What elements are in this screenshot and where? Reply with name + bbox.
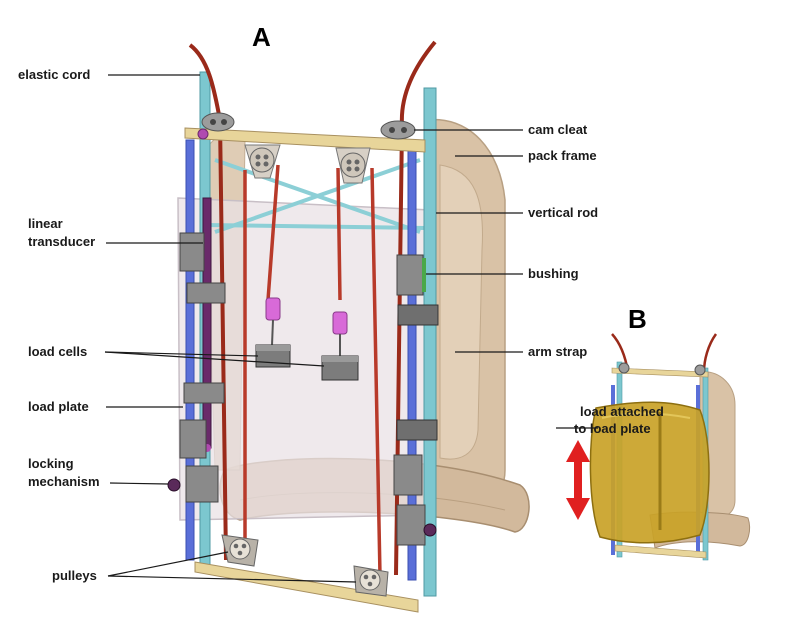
label-elastic-cord: elastic cord [18, 67, 90, 82]
panel-b-letter: B [628, 304, 647, 334]
label-bushing: bushing [528, 266, 579, 281]
bushing-block [396, 254, 424, 296]
top-crossbar-b [611, 367, 709, 378]
frame-knob [197, 128, 209, 140]
bushing-block [183, 382, 225, 404]
panel-b-illustration [566, 333, 751, 561]
load-b-highlight [601, 412, 691, 419]
bottom-crossbar [194, 561, 419, 613]
label-locking-mechanism-line1: locking [28, 456, 74, 471]
panel-a-letter: A [252, 22, 271, 52]
bushing-block [393, 454, 423, 496]
label-pack-frame: pack frame [528, 148, 597, 163]
label-linear-transducer-line1: linear [28, 216, 63, 231]
label-load-attached-line2: to load plate [574, 421, 651, 436]
bushing-block [397, 304, 439, 326]
label-load-attached-line1: load attached [580, 404, 664, 419]
panel-a-illustration [167, 40, 530, 613]
leader-load-cells-1 [104, 351, 259, 357]
cam-cleat-right [380, 120, 416, 140]
leader-pulleys-2 [107, 575, 357, 583]
bottom-pulley-left [221, 534, 259, 567]
leader-pulleys-1 [107, 551, 229, 577]
bottom-crossbar-b [614, 544, 707, 559]
bottom-pulley-right [353, 565, 389, 597]
label-load-plate: load plate [28, 399, 89, 414]
pack-frame-side [439, 164, 483, 460]
bushing-block [179, 232, 205, 272]
bushing-block [179, 419, 207, 459]
load-cell-link-left [265, 297, 281, 321]
load-cell-link-right [332, 311, 348, 335]
cam-cleat-b [694, 364, 706, 376]
cam-cleat-b [618, 362, 630, 374]
top-crossbar [184, 127, 426, 153]
locking-mechanism-knob [167, 478, 181, 492]
locking-knob-right [423, 523, 437, 537]
label-locking-mechanism-line2: mechanism [28, 474, 100, 489]
bushing-green-strip [422, 258, 426, 292]
cross-brace [214, 158, 421, 234]
labels-left: elastic cord linear transducer load cell… [18, 67, 357, 583]
cord-loop-left [243, 164, 280, 560]
bushing-block [186, 282, 226, 304]
label-linear-transducer-line2: transducer [28, 234, 95, 249]
elastic-cord-b-right [702, 333, 718, 373]
load-cell-right [321, 355, 359, 381]
label-arm-strap: arm strap [528, 344, 587, 359]
cam-cleat-left [201, 112, 235, 132]
label-load-cells: load cells [28, 344, 87, 359]
cross-brace [204, 223, 426, 230]
load-cell-hook [271, 319, 274, 346]
vertical-rod-right-cyan [423, 87, 437, 597]
labels-right: cam cleat pack frame vertical rod bushin… [414, 122, 598, 359]
cord-loop-right [336, 167, 382, 576]
leader-load-cells-2 [104, 351, 325, 367]
bushing-block [396, 419, 438, 441]
label-cam-cleat: cam cleat [528, 122, 588, 137]
label-pulleys: pulleys [52, 568, 97, 583]
label-vertical-rod: vertical rod [528, 205, 598, 220]
top-pulley-left [244, 144, 281, 179]
leader-locking-mechanism [109, 482, 169, 485]
locking-mechanism-block [185, 465, 219, 503]
top-pulley-right [335, 147, 371, 184]
bushing-block [396, 504, 426, 546]
vertical-motion-arrow [566, 440, 590, 520]
load-b [589, 401, 710, 544]
